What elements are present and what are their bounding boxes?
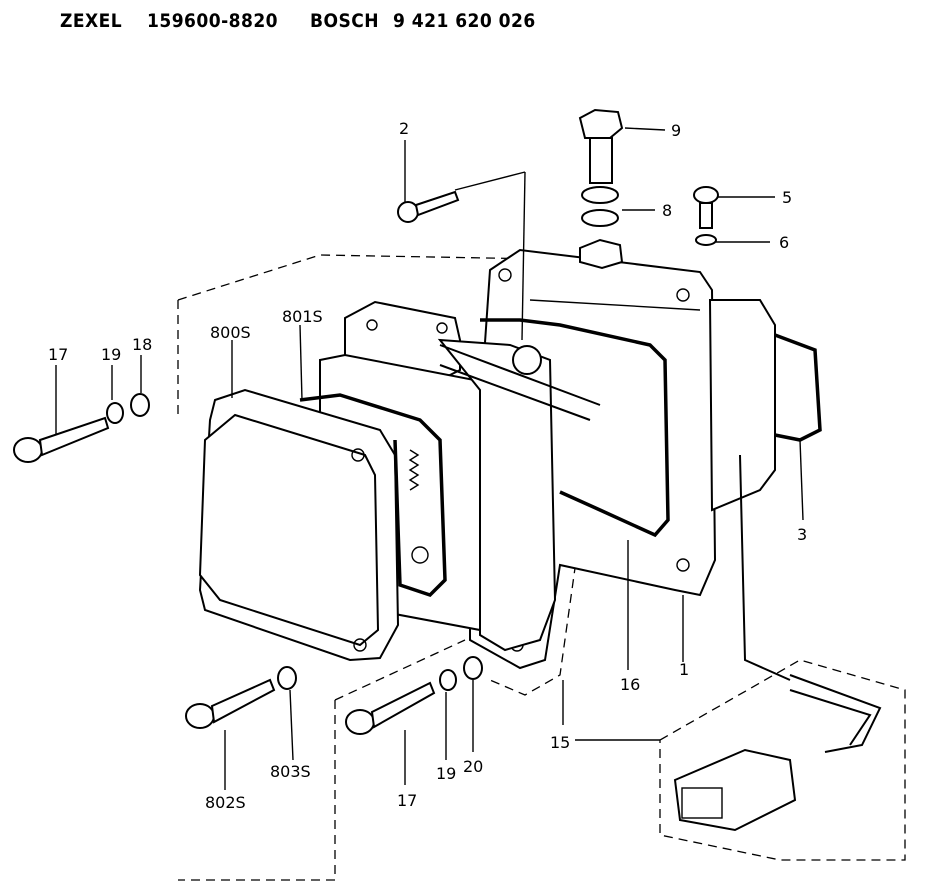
callout-3: 3 xyxy=(797,525,807,544)
governor-housing-body xyxy=(529,299,822,512)
small-screw-assembly xyxy=(693,186,719,246)
callout-802s: 802S xyxy=(205,793,246,812)
callout-800s: 800S xyxy=(210,323,251,342)
callout-17-left: 17 xyxy=(48,345,68,364)
callout-803s: 803S xyxy=(270,762,311,781)
callout-2: 2 xyxy=(399,119,409,138)
callout-6: 6 xyxy=(779,233,789,252)
banjo-bolt-assembly xyxy=(578,108,624,270)
governor-spring-linkage xyxy=(408,449,429,564)
governor-cover xyxy=(198,388,400,662)
callout-801s: 801S xyxy=(282,307,323,326)
callout-15: 15 xyxy=(550,733,570,752)
callout-20: 20 xyxy=(463,757,483,776)
callout-19-bottom: 19 xyxy=(436,764,456,783)
cover-gasket xyxy=(299,393,447,598)
header-part-number-zexel: 159600-8820 xyxy=(147,10,279,32)
wiring-harness-connector xyxy=(673,454,882,832)
screw-part-2 xyxy=(397,190,460,223)
callout-8: 8 xyxy=(662,201,672,220)
leader-lines xyxy=(55,127,804,790)
left-bolt-assembly xyxy=(13,393,150,463)
header-brand-zexel: ZEXEL xyxy=(60,10,123,32)
housing-gasket xyxy=(480,318,670,538)
governor-shaft xyxy=(439,344,601,421)
callout-16: 16 xyxy=(620,675,640,694)
callout-17-bottom: 17 xyxy=(397,791,417,810)
callout-19-left: 19 xyxy=(101,345,121,364)
header-part-number-bosch: 9 421 620 026 xyxy=(393,10,536,32)
callout-5: 5 xyxy=(782,188,792,207)
callout-labels: 2 9 8 5 6 3 16 1 15 17 19 18 800S 801S 8… xyxy=(48,119,807,812)
header-brand-bosch: BOSCH xyxy=(310,10,380,32)
callout-9: 9 xyxy=(671,121,681,140)
cover-bolt-assembly xyxy=(185,666,297,729)
callout-18: 18 xyxy=(132,335,152,354)
callout-1: 1 xyxy=(679,660,689,679)
lower-bolt-assembly xyxy=(345,656,483,735)
